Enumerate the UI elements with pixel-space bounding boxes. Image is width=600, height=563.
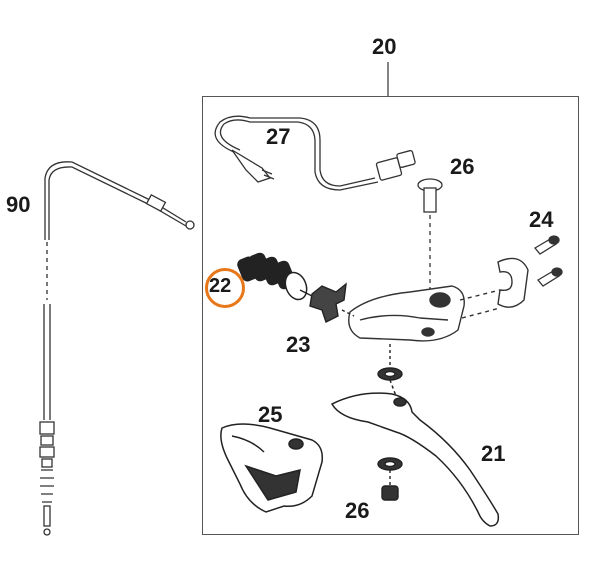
lever-housing (348, 285, 501, 342)
clamp-half (497, 257, 529, 308)
callout-26-bottom: 26 (345, 498, 370, 523)
rubber-boot-22 (237, 252, 308, 301)
callout-24: 24 (529, 207, 554, 232)
lever-21 (330, 379, 500, 527)
adjuster-knob-23 (299, 282, 355, 323)
screws-24 (534, 235, 563, 287)
bolt-26-top (417, 178, 443, 290)
switch-27 (214, 115, 416, 191)
callout-25: 25 (258, 402, 283, 427)
pivot-parts (377, 344, 403, 501)
highlight-ring-22 (205, 268, 245, 308)
callout-90: 90 (6, 192, 31, 217)
callout-26-top: 26 (450, 154, 475, 179)
callout-20: 20 (372, 34, 397, 59)
callout-27: 27 (266, 124, 291, 149)
clutch-cable-90 (39, 161, 195, 536)
callout-23: 23 (286, 332, 311, 357)
callout-21: 21 (481, 441, 506, 466)
cover-25 (220, 423, 324, 513)
callout-22: 22 (209, 275, 232, 297)
assembly-frame (202, 96, 579, 535)
